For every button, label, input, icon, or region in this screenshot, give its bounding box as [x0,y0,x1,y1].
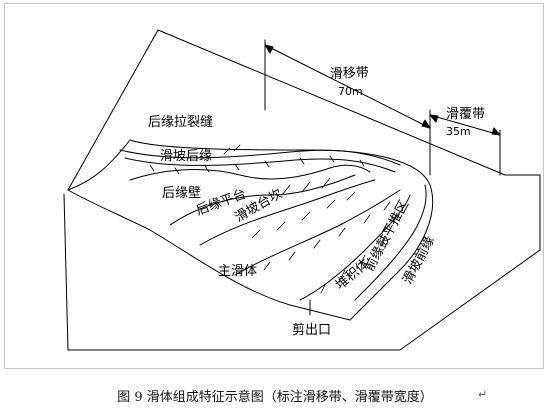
overlay-zone-label: 滑覆带 [446,107,485,122]
slope-hill [67,139,434,321]
shear-outlet-label: 剪出口 [292,322,331,338]
overlay-zone-width: 35m [446,125,471,138]
accumulation-lobe [299,194,411,301]
rear-tension-crack-label: 后缘拉裂缝 [148,115,213,130]
landslide-rear-edge-label: 滑坡后缘 [160,149,212,164]
rear-wall-label: 后缘壁 [162,186,201,201]
block-left-face [63,193,541,351]
main-body-edge [234,189,401,276]
main-sliding-body-label: 主滑体 [218,264,257,279]
landslide-front-edge-label: 滑坡前缘 [399,233,438,286]
figure-caption: 图 9 滑体组成特征示意图（标注滑移带、滑覆带宽度） [117,390,433,405]
slip-zone-dim-line [264,44,431,129]
block-top-back-edge [67,29,541,191]
figure-frame [4,3,544,369]
rear-crack-band [119,149,401,166]
terrace-edge [199,179,376,246]
overlay-zone-dim-line [429,114,501,136]
front-bulge-lobe [354,184,427,301]
rear-wall [129,164,371,181]
slip-zone-width: 70m [338,85,363,98]
rear-platform-edge [169,174,356,226]
slip-zone-label: 滑移带 [330,66,370,82]
paragraph-mark: ↵ [478,388,488,401]
